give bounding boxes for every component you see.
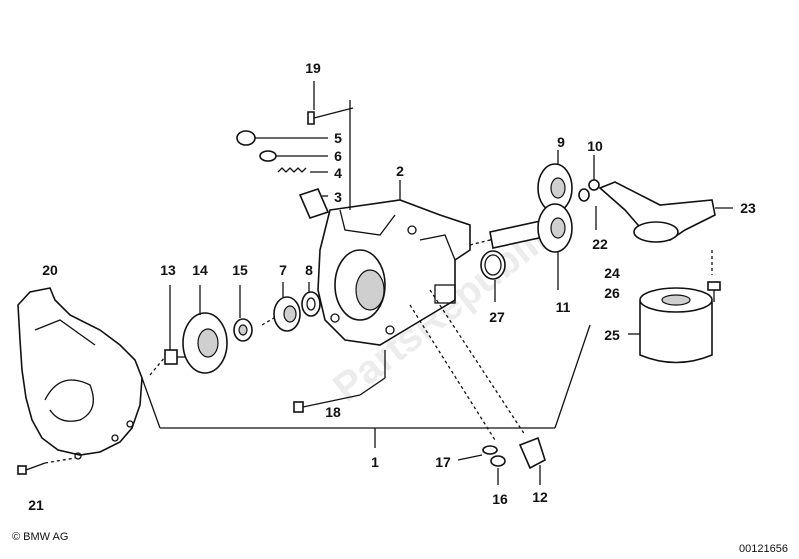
part-25-oil-filter (628, 287, 713, 364)
part-22-washer (578, 188, 597, 230)
part-12-fitting (518, 436, 546, 485)
label-16: 16 (492, 491, 508, 507)
group-bracket-1 (141, 324, 591, 448)
part-23-bracket (598, 181, 733, 275)
label-3: 3 (334, 189, 342, 205)
label-21: 21 (28, 497, 44, 513)
label-24: 24 (604, 265, 620, 281)
label-19: 19 (305, 60, 321, 76)
label-10: 10 (587, 138, 603, 154)
label-15: 15 (232, 262, 248, 278)
relief-valve-stack (236, 130, 330, 219)
part-6-ring (259, 150, 277, 162)
part-7-bearing (273, 282, 301, 332)
copyright-text: © BMW AG (12, 531, 68, 543)
label-12: 12 (532, 489, 548, 505)
part-10-nut (588, 155, 600, 191)
part-19-bolt (307, 81, 354, 210)
label-25: 25 (604, 327, 620, 343)
label-23: 23 (740, 200, 756, 216)
part-2-housing (317, 180, 471, 346)
part-20-cover (17, 287, 143, 460)
label-13: 13 (160, 262, 176, 278)
label-20: 20 (42, 262, 58, 278)
label-9: 9 (557, 134, 565, 150)
label-17: 17 (435, 454, 451, 470)
part-24-bolt (707, 281, 721, 302)
part-27-o-ring (480, 250, 506, 302)
part-16-fitting (490, 455, 506, 485)
part-17-seal (457, 445, 498, 461)
label-4: 4 (334, 165, 342, 181)
part-14-rotor (182, 285, 228, 374)
part-9-gear (537, 150, 573, 213)
part-15-bush (233, 285, 253, 342)
label-27: 27 (489, 309, 505, 325)
label-11: 11 (556, 299, 571, 315)
part-13-screw (164, 285, 190, 365)
label-5: 5 (334, 130, 342, 146)
label-22: 22 (592, 236, 608, 252)
part-labels: 19 5 6 4 3 2 9 10 23 22 20 13 14 15 7 8 … (28, 60, 756, 513)
part-8-seal (301, 282, 321, 317)
part-3-piston (298, 188, 330, 219)
part-18-bolt (293, 350, 386, 413)
label-14: 14 (192, 262, 208, 278)
label-6: 6 (334, 148, 342, 164)
label-2: 2 (396, 163, 404, 179)
drawing-number: 00121656 (739, 543, 788, 555)
label-7: 7 (279, 262, 287, 278)
part-21-bolt (17, 457, 76, 475)
part-4-spring (277, 167, 307, 173)
explode-lines (149, 239, 526, 441)
label-18: 18 (325, 404, 341, 420)
label-26: 26 (604, 285, 620, 301)
label-8: 8 (305, 262, 313, 278)
part-11-shaft-gear (489, 203, 573, 290)
part-5-plug (236, 130, 256, 146)
label-1: 1 (371, 454, 379, 470)
